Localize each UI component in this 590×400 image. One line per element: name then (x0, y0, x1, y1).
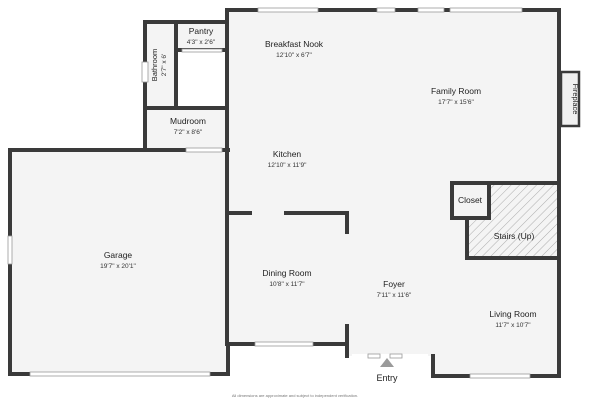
floor-fill (10, 10, 559, 376)
dining-room-name: Dining Room (262, 268, 311, 278)
living-room-dims: 11'7" x 10'7" (495, 322, 531, 329)
stairs-name: Stairs (Up) (494, 231, 535, 241)
entry-arrow (380, 358, 394, 367)
closet-name: Closet (458, 195, 483, 205)
breakfast-nook-name: Breakfast Nook (265, 39, 324, 49)
room-labels: Pantry 4'3" x 2'6" Bathroom 2'7" x 6' Br… (100, 26, 536, 398)
family-room-name: Family Room (431, 86, 481, 96)
footer-note: All dimensions are approximate and subje… (232, 393, 358, 398)
breakfast-nook-dims: 12'10" x 6'7" (276, 52, 312, 59)
entry-label: Entry (376, 373, 398, 383)
windows (7, 7, 531, 379)
mudroom-name: Mudroom (170, 116, 206, 126)
garage-name: Garage (104, 250, 133, 260)
living-room-name: Living Room (489, 309, 536, 319)
mudroom-dims: 7'2" x 8'6" (174, 129, 203, 136)
family-room-dims: 17'7" x 15'6" (438, 99, 474, 106)
pantry-dims: 4'3" x 2'6" (187, 39, 216, 46)
kitchen-name: Kitchen (273, 149, 302, 159)
stairs-hatch (467, 183, 559, 258)
dining-room-dims: 10'8" x 11'7" (269, 281, 305, 288)
bathroom-dims: 2'7" x 6' (161, 54, 168, 77)
pantry-name: Pantry (189, 26, 214, 36)
foyer-name: Foyer (383, 279, 405, 289)
fireplace: Fireplace (559, 70, 581, 128)
garage-dims: 19'7" x 20'1" (100, 263, 136, 270)
kitchen-dims: 12'10" x 11'9" (268, 162, 307, 169)
foyer-dims: 7'11" x 11'6" (377, 292, 412, 299)
bathroom-name: Bathroom (150, 49, 159, 82)
fireplace-label: Fireplace (571, 84, 580, 115)
